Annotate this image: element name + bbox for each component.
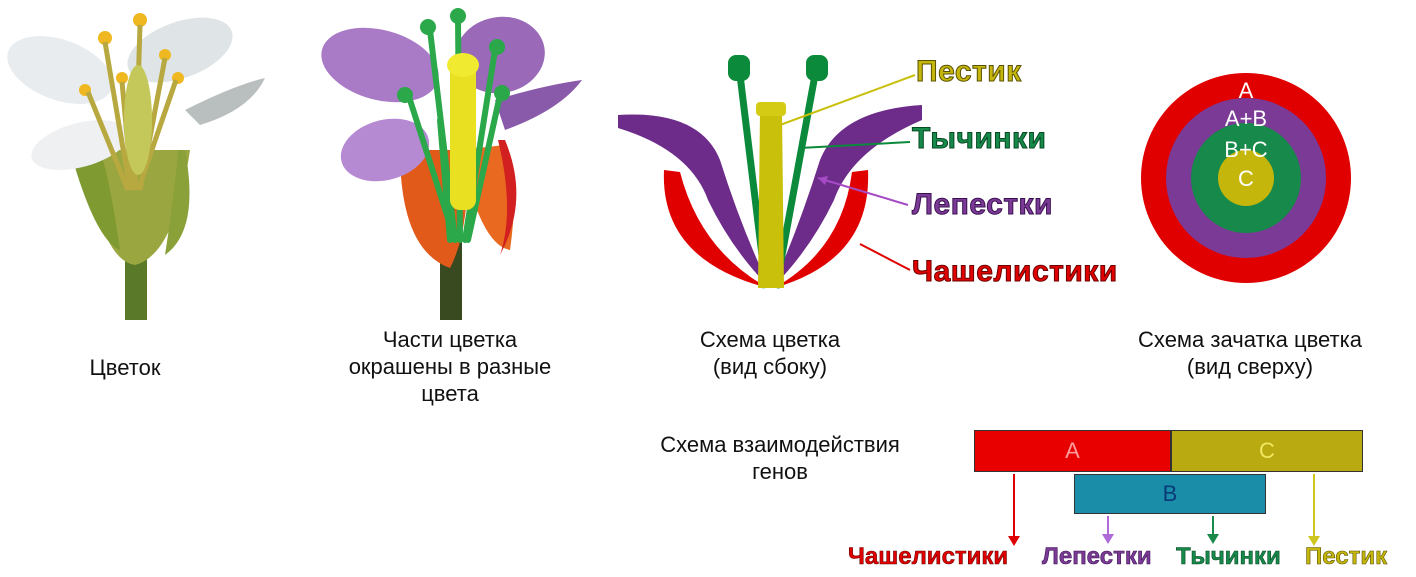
label-pistil: Пестик xyxy=(916,55,1022,89)
caption-genes-scheme: Схема взаимодействия генов xyxy=(610,432,950,486)
caption-top-scheme: Схема зачатка цветка (вид сверху) xyxy=(1100,327,1400,381)
flower-side-scheme xyxy=(618,55,922,288)
whorl-label-a: A xyxy=(1226,78,1266,105)
label-stamens: Тычинки xyxy=(912,122,1047,156)
whorl-label-bc: B+C xyxy=(1206,137,1286,164)
label-petals: Лепестки xyxy=(912,188,1053,222)
caption-side-scheme: Схема цветка (вид сбоку) xyxy=(660,327,880,381)
sepals-leader xyxy=(860,244,910,270)
bottom-label-pistil: Пестик xyxy=(1305,543,1387,571)
bottom-label-stamens: Тычинки xyxy=(1176,543,1281,571)
bottom-label-petals: Лепестки xyxy=(1042,543,1152,571)
caption-flower: Цветок xyxy=(50,355,200,382)
caption-colored: Части цветка окрашены в разные цвета xyxy=(305,327,595,407)
flower-colored xyxy=(313,8,582,320)
gene-bar-a: A xyxy=(974,430,1171,472)
gene-bar-b: B xyxy=(1074,474,1266,514)
whorl-label-ab: A+B xyxy=(1206,106,1286,133)
gene-bar-c: C xyxy=(1171,430,1363,472)
bottom-label-sepals: Чашелистики xyxy=(848,543,1008,571)
flower-photo xyxy=(0,5,265,320)
whorl-label-c: C xyxy=(1226,166,1266,193)
label-sepals: Чашелистики xyxy=(912,255,1118,289)
